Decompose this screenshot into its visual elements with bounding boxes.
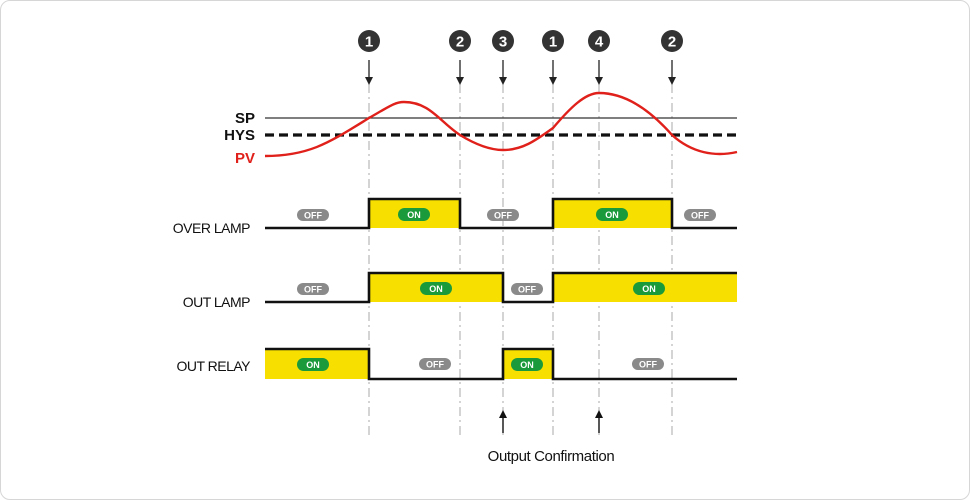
svg-text:ON: ON — [306, 360, 320, 370]
output-confirmation: Output Confirmation — [488, 410, 615, 465]
row-out-relay: OUT RELAY ON OFF ON OFF — [176, 347, 737, 381]
marker-1-second: 1 — [542, 30, 564, 85]
svg-text:OFF: OFF — [304, 285, 322, 295]
svg-text:ON: ON — [605, 210, 619, 220]
svg-text:ON: ON — [642, 284, 656, 294]
marker-2: 2 — [449, 30, 471, 85]
marker-label: 3 — [499, 34, 507, 51]
off-badge: OFF — [487, 209, 519, 221]
svg-text:ON: ON — [520, 360, 534, 370]
svg-text:OFF: OFF — [304, 211, 322, 221]
hys-label: HYS — [224, 127, 255, 144]
guide-lines — [368, 84, 673, 436]
row-out-lamp: OUT LAMP OFF ON OFF ON — [183, 271, 737, 310]
pv-curve — [264, 91, 738, 158]
svg-text:OFF: OFF — [426, 360, 444, 370]
on-badge: ON — [633, 282, 665, 295]
off-badge: OFF — [684, 209, 716, 221]
row-over-lamp: OVER LAMP OFF ON OFF ON OFF — [173, 197, 737, 236]
process-chart: SP HYS PV — [224, 91, 738, 167]
on-badge: ON — [420, 282, 452, 295]
svg-text:OFF: OFF — [691, 211, 709, 221]
row-label: OUT RELAY — [176, 358, 251, 374]
on-badge: ON — [596, 208, 628, 221]
pv-label: PV — [235, 150, 255, 167]
off-badge: OFF — [297, 209, 329, 221]
svg-text:OFF: OFF — [518, 285, 536, 295]
marker-4: 4 — [588, 30, 610, 85]
marker-2-second: 2 — [661, 30, 683, 85]
off-badge: OFF — [632, 358, 664, 370]
output-confirmation-label: Output Confirmation — [488, 448, 615, 465]
svg-text:ON: ON — [407, 210, 421, 220]
marker-label: 1 — [549, 34, 557, 51]
row-label: OVER LAMP — [173, 220, 250, 236]
signal-line — [265, 197, 737, 230]
marker-label: 4 — [595, 34, 604, 51]
off-badge: OFF — [419, 358, 451, 370]
marker-3: 3 — [492, 30, 514, 85]
on-badge: ON — [297, 358, 329, 371]
off-badge: OFF — [511, 283, 543, 295]
markers: 1 2 3 1 4 2 — [358, 30, 683, 85]
off-badge: OFF — [297, 283, 329, 295]
svg-text:OFF: OFF — [494, 211, 512, 221]
marker-1: 1 — [358, 30, 380, 85]
signal-line — [265, 271, 737, 304]
row-label: OUT LAMP — [183, 294, 250, 310]
svg-text:OFF: OFF — [639, 360, 657, 370]
marker-label: 2 — [668, 34, 676, 51]
on-badge: ON — [398, 208, 430, 221]
signal-line — [265, 347, 737, 381]
on-badge: ON — [511, 358, 543, 371]
marker-label: 2 — [456, 34, 464, 51]
sp-label: SP — [235, 110, 255, 127]
marker-label: 1 — [365, 34, 373, 51]
svg-text:ON: ON — [429, 284, 443, 294]
